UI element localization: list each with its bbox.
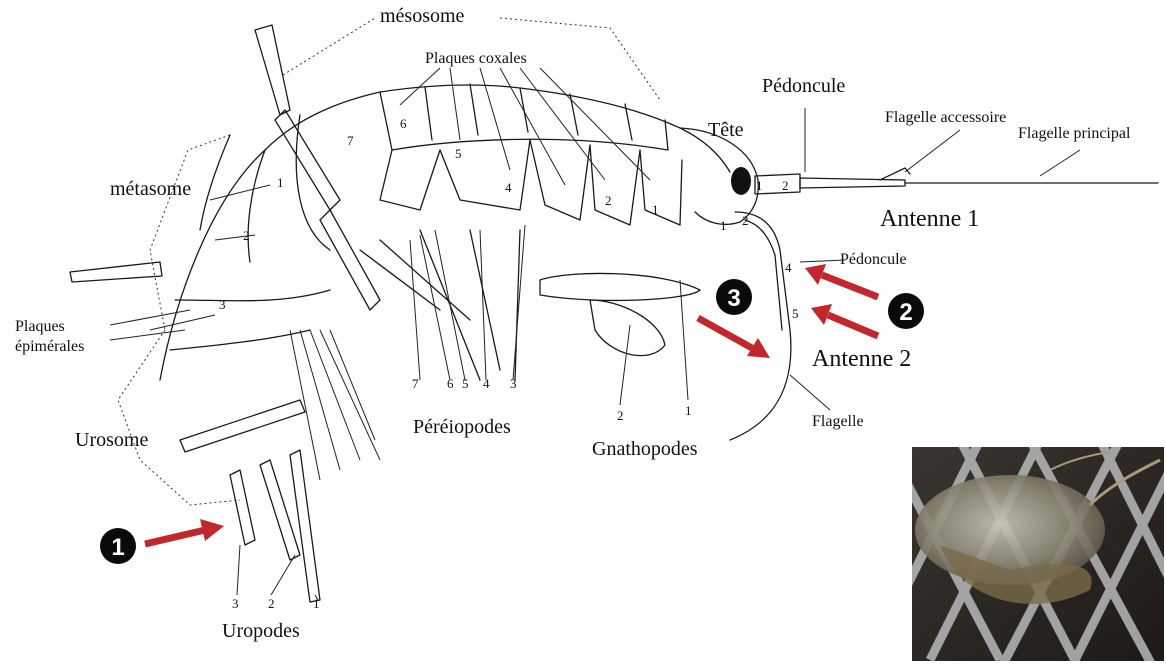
metasome-num-1: 1: [277, 175, 284, 190]
antenna1-seg-2: 2: [782, 178, 789, 193]
pereiopod-num-6: 6: [447, 376, 454, 391]
red-arrow-1: [145, 519, 224, 544]
label-antenne1: Antenne 1: [880, 206, 979, 232]
label-gnathopodes: Gnathopodes: [592, 438, 698, 460]
label-pedoncule-a2: Pédoncule: [840, 251, 907, 268]
flagelle-accessoire-leader: [905, 130, 960, 172]
label-plaques: Plaques: [15, 318, 65, 335]
label-epimerales: épimérales: [15, 338, 84, 355]
metasome-plate-3: [175, 290, 330, 301]
label-tete: Tête: [708, 119, 744, 141]
antenna1-base: [800, 178, 905, 188]
flagelle-principal-leader: [1040, 150, 1080, 176]
label-pedoncule-top: Pédoncule: [762, 75, 845, 97]
flagelle-leader: [790, 375, 830, 410]
coxal-num-4: 4: [505, 180, 512, 195]
coxal-num-5: 5: [455, 146, 462, 161]
label-uropodes: Uropodes: [222, 620, 300, 642]
label-flagelle-accessoire: Flagelle accessoire: [885, 109, 1006, 126]
label-flagelle-principal: Flagelle principal: [1018, 125, 1131, 142]
uropod-3: [230, 470, 255, 545]
marker-2: 2: [888, 293, 924, 329]
uropod-2: [260, 460, 300, 560]
red-arrow-2b: [811, 304, 878, 336]
svg-text:2: 2: [899, 299, 912, 326]
metasome-appendage: [70, 262, 162, 282]
antenna2-seg-1: 1: [720, 218, 727, 233]
metasome-leaders: [150, 185, 270, 330]
label-urosome: Urosome: [75, 429, 148, 451]
uropod-num-2: 2: [268, 596, 275, 611]
coxal-plate-1: [640, 150, 682, 225]
tergite-lines: [380, 84, 668, 150]
svg-text:1: 1: [111, 534, 124, 561]
setae: [290, 330, 380, 480]
uropod-num-3: 3: [232, 596, 239, 611]
red-arrow-2a: [805, 264, 878, 297]
pereiopod-rod-top: [255, 25, 290, 115]
antenna1-accessory: [880, 168, 910, 180]
marker-1: 1: [100, 528, 136, 564]
label-plaques-coxales: Plaques coxales: [425, 50, 527, 67]
coxal-plate-4: [440, 140, 530, 210]
eye: [731, 167, 751, 195]
antenna2-seg-4: 4: [785, 260, 792, 275]
antenna2-seg-5: 5: [792, 306, 799, 321]
marker-3: 3: [716, 279, 752, 315]
urosome-segment: [170, 330, 310, 350]
markers: 1 2 3: [100, 279, 924, 564]
photo-inset: [900, 440, 1166, 661]
metasome-num-3: 3: [219, 297, 226, 312]
label-mesosome: mésosome: [380, 5, 465, 27]
coxal-plate-2: [590, 145, 640, 225]
label-pereiopodes: Péréiopodes: [413, 416, 511, 438]
pereiopod-rod-low: [320, 210, 380, 310]
antenna2-seg-2: 2: [742, 213, 749, 228]
urosome-outline: [118, 330, 240, 505]
pereiopod-num-7: 7: [412, 376, 419, 391]
label-metasome: métasome: [110, 178, 191, 200]
pedoncule-a2-leader: [800, 260, 845, 262]
gnathopod-num-1: 1: [685, 403, 692, 418]
gnathopod-num-2: 2: [617, 408, 624, 423]
red-arrows: [145, 264, 878, 544]
pereiopod-num-5: 5: [462, 376, 469, 391]
coxal-plate-6: [380, 150, 440, 210]
coxal-num-2: 2: [605, 193, 612, 208]
coxal-plate-3: [530, 140, 590, 220]
antenna1-seg-1: 1: [756, 178, 763, 193]
svg-text:3: 3: [727, 285, 740, 312]
gnathopod-1: [540, 273, 700, 300]
coxal-num-6: 6: [400, 116, 407, 131]
metasome-segments: [200, 115, 330, 262]
uropod-1: [290, 450, 320, 602]
epimeral-leaders: [110, 310, 190, 340]
pereiopod-rod-mid: [275, 110, 340, 210]
red-arrow-3: [698, 318, 770, 358]
segment-numbers: 7 6 5 4 2 1 1 2 3 1 2 1 2 4 5 7 6 5 4 3 …: [219, 116, 799, 611]
uropod-num-1: 1: [313, 596, 320, 611]
label-flagelle: Flagelle: [812, 413, 864, 430]
pereiopod-num-4: 4: [483, 376, 490, 391]
coxal-num-7: 7: [347, 133, 354, 148]
coxal-num-1: 1: [652, 202, 659, 217]
label-antenne2: Antenne 2: [812, 346, 911, 372]
urosome-rod: [180, 400, 305, 452]
